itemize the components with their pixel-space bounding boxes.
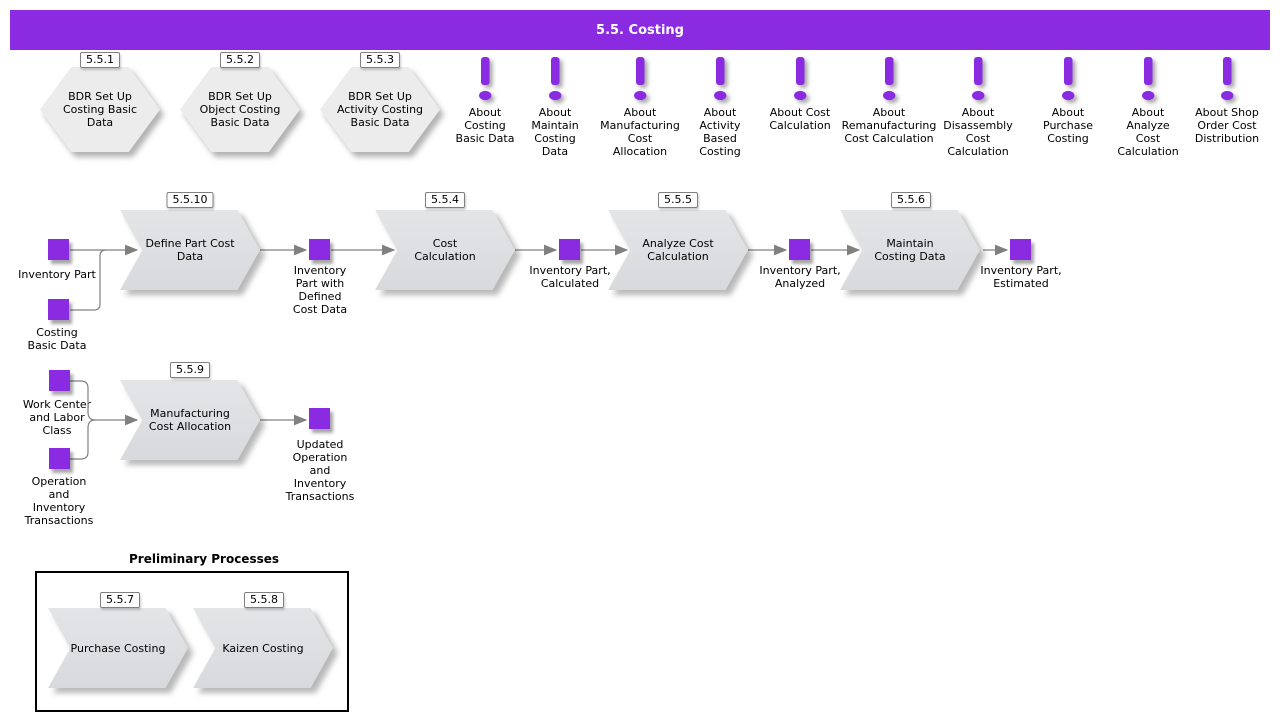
about-label: About Activity Based Costing <box>699 106 741 158</box>
process-id-badge: 5.5.6 <box>891 192 931 208</box>
artifact-label: Work Center and Labor Class <box>22 398 92 437</box>
exclamation-icon <box>634 57 647 101</box>
hexagon-bdr-setup-object-costing-basic-data[interactable]: BDR Set Up Object Costing Basic Data <box>180 67 300 152</box>
artifact-inventory-part-estimated <box>1010 239 1031 260</box>
artifact-inventory-part-calculated <box>559 239 580 260</box>
hexagon-label: BDR Set Up Activity Costing Basic Data <box>320 67 440 152</box>
preliminary-processes-title: Preliminary Processes <box>128 552 280 566</box>
about-label: About Disassembly Cost Calculation <box>943 106 1013 158</box>
artifact-label: Costing Basic Data <box>27 326 87 352</box>
artifact-inventory-part-analyzed <box>789 239 810 260</box>
process-label: Manufacturing Cost Allocation <box>120 380 260 460</box>
process-id-badge: 5.5.4 <box>425 192 465 208</box>
process-id-badge: 5.5.5 <box>658 192 698 208</box>
process-purchase-costing[interactable]: Purchase Costing <box>48 608 188 688</box>
process-label: Define Part Cost Data <box>120 210 260 290</box>
process-maintain-costing-data[interactable]: Maintain Costing Data <box>840 210 980 290</box>
page-title-bar: 5.5. Costing <box>10 10 1270 50</box>
about-label: About Shop Order Cost Distribution <box>1194 106 1260 145</box>
artifact-inventory-part <box>48 239 69 260</box>
about-cost-calculation-link[interactable]: About Cost Calculation <box>740 56 860 132</box>
about-remanufacturing-cost-calculation-link[interactable]: About Remanufacturing Cost Calculation <box>829 56 949 145</box>
exclamation-icon <box>1062 57 1075 101</box>
exclamation-icon <box>479 57 492 101</box>
exclamation-icon <box>883 57 896 101</box>
about-label: About Costing Basic Data <box>455 106 515 145</box>
exclamation-icon <box>714 57 727 101</box>
about-purchase-costing-link[interactable]: About Purchase Costing <box>1008 56 1128 145</box>
process-cost-calculation[interactable]: Cost Calculation <box>375 210 515 290</box>
process-label: Maintain Costing Data <box>840 210 980 290</box>
about-label: About Purchase Costing <box>1043 106 1093 145</box>
about-activity-based-costing-link[interactable]: About Activity Based Costing <box>660 56 780 158</box>
hexagon-bdr-setup-activity-costing-basic-data[interactable]: BDR Set Up Activity Costing Basic Data <box>320 67 440 152</box>
hexagon-bdr-setup-costing-basic-data[interactable]: BDR Set Up Costing Basic Data <box>40 67 160 152</box>
process-manufacturing-cost-allocation[interactable]: Manufacturing Cost Allocation <box>120 380 260 460</box>
process-define-part-cost-data[interactable]: Define Part Cost Data <box>120 210 260 290</box>
about-disassembly-cost-calculation-link[interactable]: About Disassembly Cost Calculation <box>918 56 1038 158</box>
process-id-badge: 5.5.7 <box>100 592 140 608</box>
about-analyze-cost-calculation-link[interactable]: About Analyze Cost Calculation <box>1088 56 1208 158</box>
exclamation-icon <box>972 57 985 101</box>
about-label: About Cost Calculation <box>769 106 831 132</box>
exclamation-icon <box>1221 57 1234 101</box>
about-shop-order-cost-distribution-link[interactable]: About Shop Order Cost Distribution <box>1167 56 1280 145</box>
hexagon-label: BDR Set Up Object Costing Basic Data <box>180 67 300 152</box>
exclamation-icon <box>549 57 562 101</box>
artifact-operation-and-inventory-transactions <box>49 448 70 469</box>
exclamation-icon <box>794 57 807 101</box>
process-id-badge: 5.5.10 <box>166 192 214 208</box>
artifact-label: Inventory Part <box>18 268 96 281</box>
process-label: Purchase Costing <box>48 608 188 688</box>
page-title: 5.5. Costing <box>596 22 684 38</box>
about-costing-basic-data-link[interactable]: About Costing Basic Data <box>425 56 545 145</box>
process-id-badge: 5.5.3 <box>360 52 400 68</box>
artifact-label: Updated Operation and Inventory Transact… <box>285 438 355 503</box>
about-label: About Remanufacturing Cost Calculation <box>841 106 937 145</box>
process-id-badge: 5.5.2 <box>220 52 260 68</box>
process-id-badge: 5.5.1 <box>80 52 120 68</box>
process-id-badge: 5.5.9 <box>170 362 210 378</box>
exclamation-icon <box>1142 57 1155 101</box>
artifact-label: Operation and Inventory Transactions <box>24 475 94 527</box>
process-analyze-cost-calculation[interactable]: Analyze Cost Calculation <box>608 210 748 290</box>
process-label: Cost Calculation <box>375 210 515 290</box>
artifact-updated-operation-and-inventory-transactions <box>309 408 330 429</box>
artifact-label: Inventory Part, Estimated <box>980 264 1062 290</box>
artifact-label: Inventory Part with Defined Cost Data <box>292 264 348 316</box>
about-label: About Manufacturing Cost Allocation <box>600 106 680 158</box>
process-label: Kaizen Costing <box>193 608 333 688</box>
artifact-work-center-and-labor-class <box>49 370 70 391</box>
process-kaizen-costing[interactable]: Kaizen Costing <box>193 608 333 688</box>
process-id-badge: 5.5.8 <box>244 592 284 608</box>
about-label: About Analyze Cost Calculation <box>1117 106 1179 158</box>
about-manufacturing-cost-allocation-link[interactable]: About Manufacturing Cost Allocation <box>580 56 700 158</box>
artifact-label: Inventory Part, Calculated <box>529 264 611 290</box>
process-label: Analyze Cost Calculation <box>608 210 748 290</box>
about-maintain-costing-data-link[interactable]: About Maintain Costing Data <box>495 56 615 158</box>
hexagon-label: BDR Set Up Costing Basic Data <box>40 67 160 152</box>
about-label: About Maintain Costing Data <box>531 106 579 158</box>
artifact-label: Inventory Part, Analyzed <box>759 264 841 290</box>
artifact-inventory-part-with-defined-cost-data <box>309 239 330 260</box>
artifact-costing-basic-data <box>48 299 69 320</box>
